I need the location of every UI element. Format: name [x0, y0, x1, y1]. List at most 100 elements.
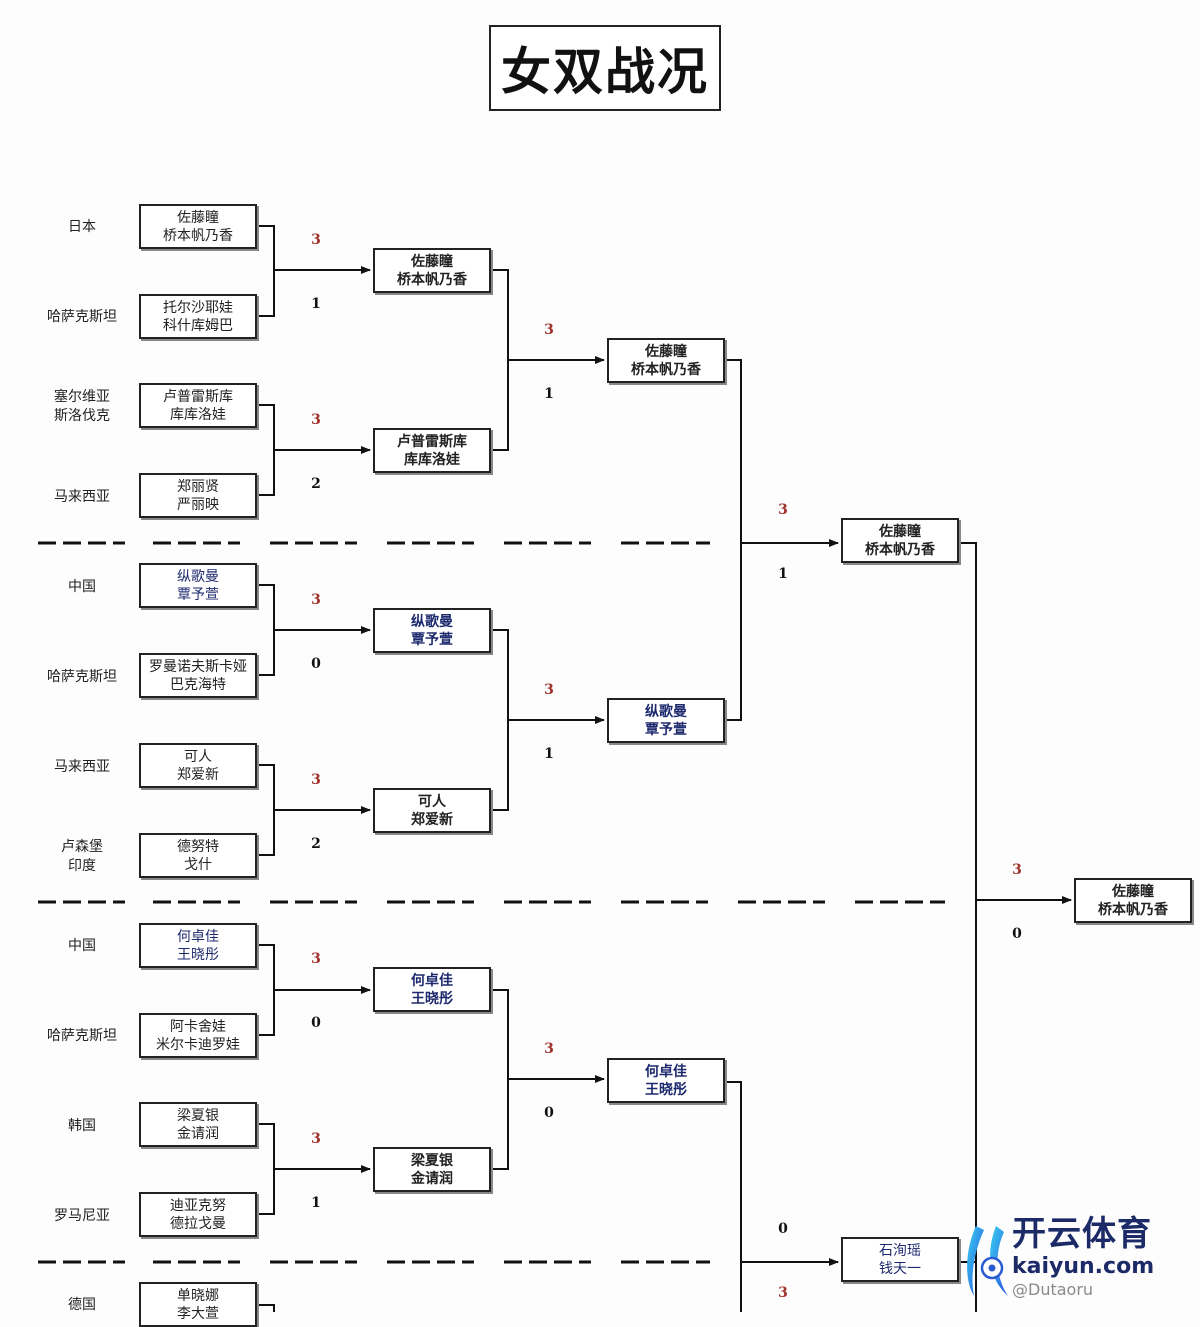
connector	[257, 404, 275, 496]
player-name: 梁夏银	[177, 1107, 219, 1124]
score-lose: 0	[311, 1015, 321, 1031]
player-name: 何卓佳	[177, 928, 219, 945]
team-box-final[interactable]: 佐藤瞳桥本帆乃香	[1074, 878, 1192, 923]
connector	[257, 944, 275, 1036]
player-name: 桥本帆乃香	[397, 271, 467, 288]
connector	[491, 629, 509, 811]
connector	[257, 225, 275, 317]
team-box-r2[interactable]: 可人郑爱新	[373, 788, 491, 833]
country-label: 罗马尼亚	[54, 1208, 110, 1224]
country-label: 哈萨克斯坦	[47, 669, 117, 685]
player-name: 迪亚克努	[170, 1197, 226, 1214]
player-name: 佐藤瞳	[411, 253, 453, 270]
player-name: 李大萱	[177, 1305, 219, 1322]
team-box-r2[interactable]: 佐藤瞳桥本帆乃香	[373, 248, 491, 293]
player-name: 佐藤瞳	[1112, 883, 1154, 900]
team-box-r1[interactable]: 纵歌曼覃予萱	[139, 563, 257, 608]
player-name: 金请润	[411, 1170, 453, 1187]
country-label: 卢森堡 印度	[32, 838, 132, 876]
team-box-r1[interactable]: 佐藤瞳桥本帆乃香	[139, 204, 257, 249]
logo-k-icon	[990, 1226, 1008, 1296]
score-lose: 1	[778, 566, 788, 582]
score-lose: 1	[544, 386, 554, 402]
connector	[257, 1123, 275, 1215]
player-name: 纵歌曼	[411, 613, 453, 630]
team-box-sf[interactable]: 石洵瑶钱天一	[841, 1237, 959, 1282]
team-box-r1[interactable]: 卢普雷斯库库库洛娃	[139, 383, 257, 428]
score-lose: 1	[311, 1195, 321, 1211]
team-box-r1[interactable]: 梁夏银金请润	[139, 1102, 257, 1147]
player-name: 桥本帆乃香	[1098, 901, 1168, 918]
country-label: 中国	[68, 579, 96, 595]
score-win: 3	[778, 1285, 788, 1301]
score-lose: 0	[544, 1105, 554, 1121]
country-line: 印度	[68, 858, 96, 874]
connector	[257, 584, 275, 676]
country-label: 塞尔维亚 斯洛伐克	[32, 388, 132, 426]
player-name: 覃予萱	[177, 586, 219, 603]
player-name: 库库洛娃	[404, 451, 460, 468]
team-box-qf[interactable]: 纵歌曼覃予萱	[607, 698, 725, 743]
score-win: 3	[311, 412, 321, 428]
team-box-r2[interactable]: 何卓佳王晓彤	[373, 967, 491, 1012]
score-win: 3	[311, 772, 321, 788]
country-line: 斯洛伐克	[54, 408, 110, 424]
team-box-r2[interactable]: 卢普雷斯库库库洛娃	[373, 428, 491, 473]
player-name: 桥本帆乃香	[163, 227, 233, 244]
country-label: 哈萨克斯坦	[47, 309, 117, 325]
team-box-r1[interactable]: 何卓佳王晓彤	[139, 923, 257, 968]
score-win: 3	[544, 682, 554, 698]
player-name: 郑丽贤	[177, 478, 219, 495]
country-label: 马来西亚	[54, 489, 110, 505]
team-box-r1[interactable]: 罗曼诺夫斯卡娅巴克海特	[139, 653, 257, 698]
player-name: 郑爱新	[177, 766, 219, 783]
watermark-brand: 开云体育	[1012, 1214, 1152, 1254]
team-box-r1[interactable]: 阿卡舍娃米尔卡迪罗娃	[139, 1013, 257, 1058]
team-box-r1[interactable]: 德努特戈什	[139, 833, 257, 878]
team-box-qf[interactable]: 何卓佳王晓彤	[607, 1058, 725, 1103]
player-name: 石洵瑶	[879, 1242, 921, 1259]
connector	[491, 269, 509, 451]
player-name: 何卓佳	[645, 1063, 687, 1080]
team-box-sf[interactable]: 佐藤瞳桥本帆乃香	[841, 518, 959, 563]
player-name: 桥本帆乃香	[631, 361, 701, 378]
player-name: 郑爱新	[411, 811, 453, 828]
team-box-r1[interactable]: 单晓娜李大萱	[139, 1282, 257, 1327]
team-box-r2[interactable]: 纵歌曼覃予萱	[373, 608, 491, 653]
player-name: 覃予萱	[411, 631, 453, 648]
connector	[257, 1304, 275, 1312]
team-box-r1[interactable]: 可人郑爱新	[139, 743, 257, 788]
score-lose: 0	[778, 1221, 788, 1237]
score-lose: 1	[544, 746, 554, 762]
country-line: 塞尔维亚	[54, 389, 110, 405]
score-lose: 0	[1012, 926, 1022, 942]
team-box-r2[interactable]: 梁夏银金请润	[373, 1147, 491, 1192]
score-win: 3	[544, 1041, 554, 1057]
player-name: 托尔沙耶娃	[163, 299, 233, 316]
country-line: 卢森堡	[61, 839, 103, 855]
player-name: 纵歌曼	[177, 568, 219, 585]
country-label: 中国	[68, 938, 96, 954]
team-box-r1[interactable]: 郑丽贤严丽映	[139, 473, 257, 518]
player-name: 佐藤瞳	[879, 523, 921, 540]
connector	[725, 1081, 742, 1312]
score-win: 3	[778, 502, 788, 518]
player-name: 库库洛娃	[170, 406, 226, 423]
player-name: 单晓娜	[177, 1287, 219, 1304]
team-box-r1[interactable]: 迪亚克努德拉戈曼	[139, 1192, 257, 1237]
connector	[958, 542, 977, 1312]
player-name: 王晓彤	[177, 946, 219, 963]
country-label: 马来西亚	[54, 759, 110, 775]
country-label: 德国	[68, 1297, 96, 1313]
player-name: 罗曼诺夫斯卡娅	[149, 658, 247, 675]
player-name: 德拉戈曼	[170, 1215, 226, 1232]
player-name: 戈什	[184, 856, 212, 873]
connector	[491, 989, 509, 1170]
team-box-qf[interactable]: 佐藤瞳桥本帆乃香	[607, 338, 725, 383]
score-lose: 2	[311, 476, 321, 492]
team-box-r1[interactable]: 托尔沙耶娃科什库姆巴	[139, 294, 257, 339]
logo-k-icon	[967, 1226, 984, 1296]
player-name: 何卓佳	[411, 972, 453, 989]
score-win: 3	[311, 232, 321, 248]
